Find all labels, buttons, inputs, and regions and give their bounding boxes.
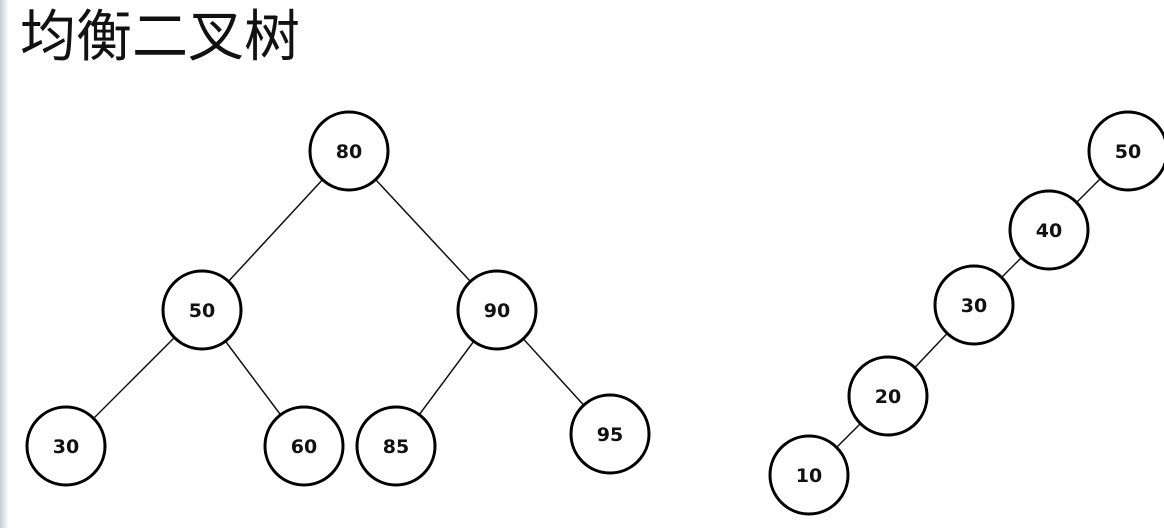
node-label: 40 <box>1036 220 1062 242</box>
tree-node-90: 90 <box>456 269 538 351</box>
node-circle <box>1087 110 1164 192</box>
balanced-tree: 80 50 90 30 60 85 95 <box>25 110 651 487</box>
tree-node-95: 95 <box>569 393 651 475</box>
node-circle <box>1008 189 1090 271</box>
node-circle <box>847 355 929 437</box>
tree-node-50: 50 <box>161 269 243 351</box>
tree-node-50: 50 <box>1087 110 1164 192</box>
degenerate-tree: 50 40 30 20 10 <box>768 110 1164 516</box>
tree-node-80: 80 <box>308 110 390 192</box>
node-label: 50 <box>189 300 215 322</box>
node-label: 10 <box>796 465 822 487</box>
tree-node-60: 60 <box>263 405 345 487</box>
node-label: 90 <box>484 300 510 322</box>
tree-nodes: 50 40 30 20 10 <box>768 110 1164 516</box>
page-title: 均衡二叉树 <box>20 5 300 70</box>
tree-node-30: 30 <box>933 264 1015 346</box>
node-label: 95 <box>597 424 623 446</box>
node-circle <box>161 269 243 351</box>
node-circle <box>355 405 437 487</box>
node-circle <box>768 434 850 516</box>
node-circle <box>308 110 390 192</box>
node-label: 50 <box>1115 141 1141 163</box>
node-circle <box>933 264 1015 346</box>
node-label: 80 <box>336 141 362 163</box>
window-left-edge <box>0 0 8 528</box>
node-circle <box>263 405 345 487</box>
node-circle <box>569 393 651 475</box>
node-label: 30 <box>961 295 987 317</box>
tree-node-10: 10 <box>768 434 850 516</box>
node-label: 85 <box>383 436 409 458</box>
node-circle <box>456 269 538 351</box>
tree-node-30: 30 <box>25 405 107 487</box>
tree-node-40: 40 <box>1008 189 1090 271</box>
tree-node-85: 85 <box>355 405 437 487</box>
node-label: 20 <box>875 386 901 408</box>
node-label: 30 <box>53 436 79 458</box>
tree-node-20: 20 <box>847 355 929 437</box>
node-circle <box>25 405 107 487</box>
node-label: 60 <box>291 436 317 458</box>
tree-nodes: 80 50 90 30 60 85 95 <box>25 110 651 487</box>
